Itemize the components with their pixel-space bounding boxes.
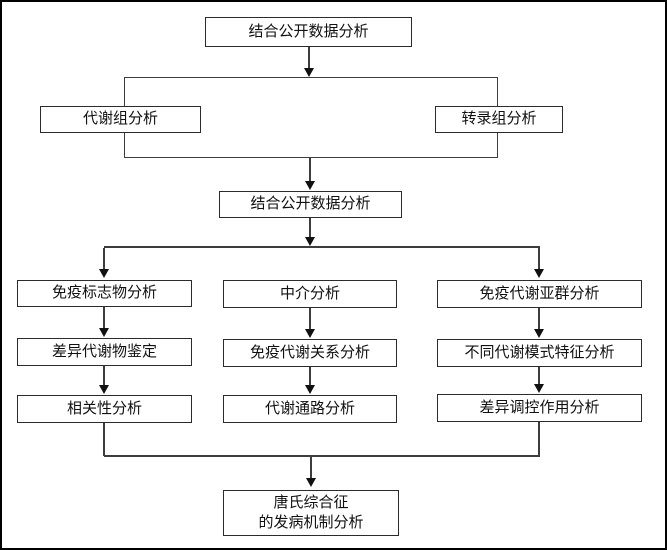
arrowhead-down-icon: [99, 328, 109, 337]
arrowhead-down-icon: [99, 269, 109, 278]
arrowhead-down-icon: [304, 68, 314, 77]
connector-gather-right-rise: [538, 422, 540, 456]
arrowhead-down-icon: [305, 329, 315, 338]
connector-gather-horizontal: [104, 455, 540, 457]
node-down-syndrome-pathogenesis-analysis: 唐氏综合征 的发病机制分析: [223, 490, 399, 536]
arrowhead-down-icon: [534, 329, 544, 338]
node-combine-public-data-top: 结合公开数据分析: [205, 17, 412, 47]
arrowhead-down-icon: [534, 384, 544, 393]
node-correlation-analysis: 相关性分析: [17, 395, 192, 423]
node-immune-metabolic-subgroup-analysis: 免疫代谢亚群分析: [437, 280, 642, 308]
node-mediation-analysis: 中介分析: [223, 280, 397, 308]
node-differential-metabolite-identification: 差异代谢物鉴定: [17, 338, 192, 366]
connector-fanout-left-drop: [103, 248, 105, 269]
final-label-line1: 唐氏综合征: [273, 493, 349, 511]
node-combine-public-data-mid: 结合公开数据分析: [219, 191, 402, 218]
connector-top-to-split1: [308, 47, 310, 68]
connector-right-2-3: [538, 367, 540, 384]
node-differential-regulation-analysis: 差异调控作用分析: [437, 394, 642, 422]
arrowhead-down-icon: [305, 181, 315, 190]
node-immune-metabolism-relationship-analysis: 免疫代谢关系分析: [223, 339, 397, 367]
connector-gather-to-final: [310, 457, 312, 478]
arrowhead-down-icon: [534, 269, 544, 278]
connector-combine-mid-to-fanout: [309, 218, 311, 237]
node-metabolomics-analysis: 代谢组分析: [40, 106, 201, 133]
arrowhead-down-icon: [305, 237, 315, 246]
connector-right-1-2: [538, 308, 540, 329]
node-transcriptomics-analysis: 转录组分析: [435, 106, 563, 133]
arrowhead-down-icon: [306, 478, 316, 487]
node-metabolic-pathway-analysis: 代谢通路分析: [223, 395, 397, 423]
connector-mid-1-2: [309, 308, 311, 329]
node-metabolic-pattern-feature-analysis: 不同代谢模式特征分析: [437, 339, 642, 367]
connector-fanout-right-drop: [538, 248, 540, 269]
arrowhead-down-icon: [99, 385, 109, 394]
connector-gather-left-rise: [103, 423, 105, 456]
connector-left-1-2: [103, 307, 105, 328]
final-label-line2: 的发病机制分析: [258, 514, 364, 531]
connector-fanout-horizontal: [104, 246, 540, 248]
node-immune-marker-analysis: 免疫标志物分析: [17, 280, 192, 307]
arrowhead-down-icon: [305, 385, 315, 394]
connector-mid-2-3: [309, 367, 311, 385]
connector-left-2-3: [103, 366, 105, 385]
connector-split1-to-combine-mid: [309, 158, 311, 181]
